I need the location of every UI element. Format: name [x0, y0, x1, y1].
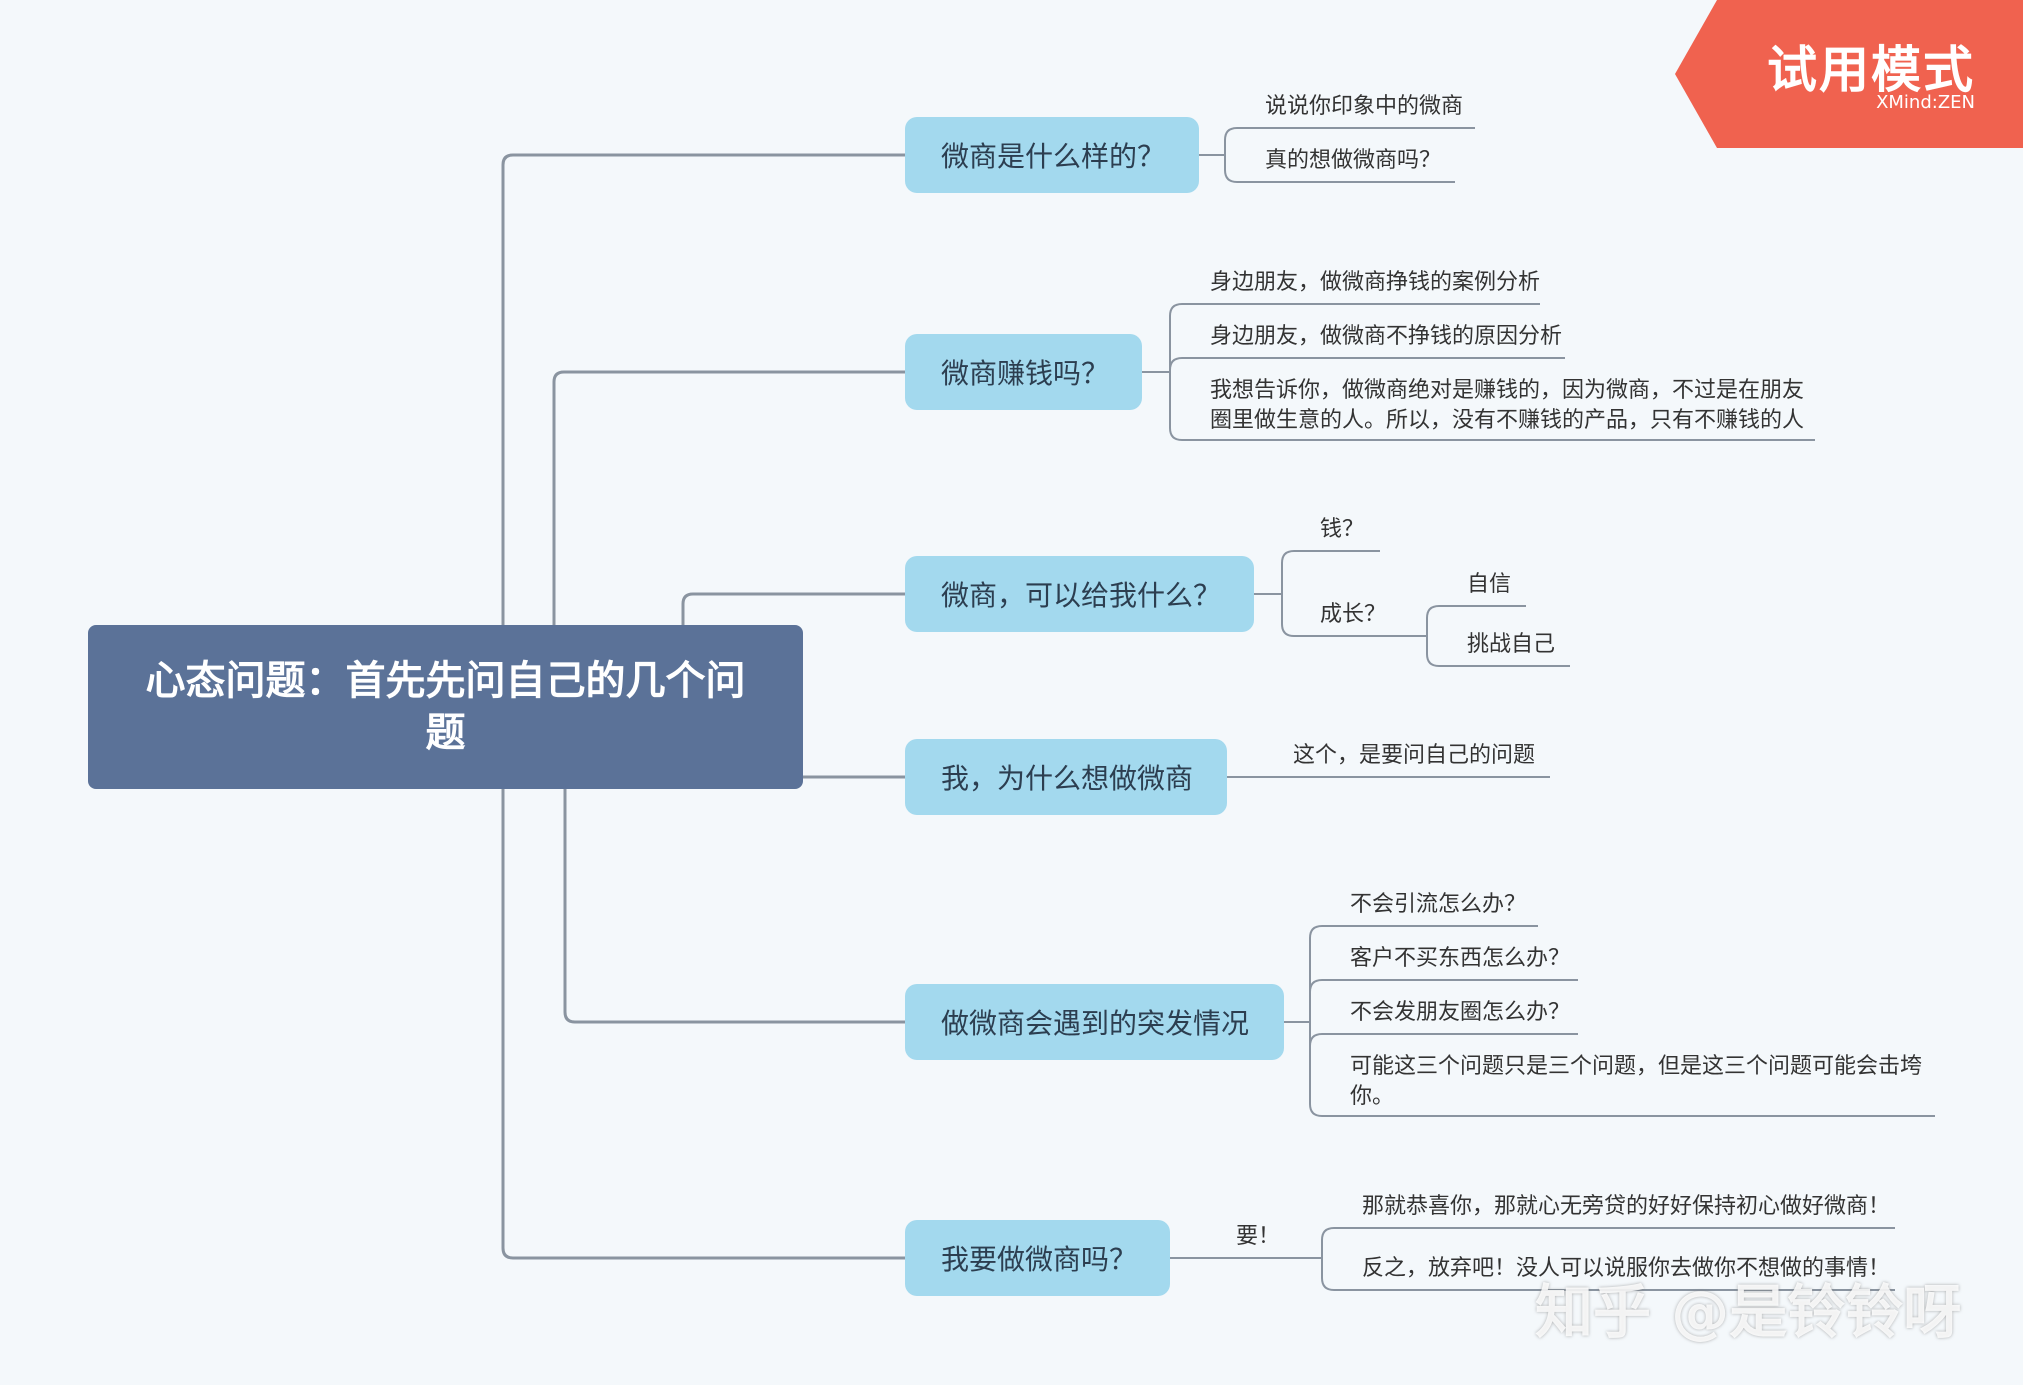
branch-make-money[interactable]: 微商赚钱吗？ — [905, 334, 1142, 410]
leaf-money[interactable]: 钱？ — [1320, 517, 1365, 542]
leaf-growth[interactable]: 成长？ — [1320, 602, 1387, 627]
leaf-really-want[interactable]: 真的想做微商吗？ — [1265, 148, 1442, 173]
trial-badge-shape — [1675, 0, 2023, 148]
leaf-confidence[interactable]: 自信 — [1467, 572, 1512, 597]
leaf-no-purchase[interactable]: 客户不买东西怎么办？ — [1350, 946, 1571, 971]
leaf-earning-case[interactable]: 身边朋友，做微商挣钱的案例分析 — [1210, 270, 1541, 295]
leaf-three-problems[interactable]: 可能这三个问题只是三个问题，但是这三个问题可能会击垮你。 — [1350, 1054, 1923, 1109]
leaf-tell-you[interactable]: 我想告诉你，做微商绝对是赚钱的，因为微商，不过是在朋友圈里做生意的人。所以，没有… — [1210, 378, 1805, 433]
branch-why-want[interactable]: 我，为什么想做微商 — [905, 739, 1227, 815]
trial-badge: 试用模式 XMind:ZEN — [1672, 0, 2023, 148]
branch-what-can-give[interactable]: 微商，可以给我什么？ — [905, 556, 1254, 632]
leaf-ask-yourself[interactable]: 这个，是要问自己的问题 — [1293, 743, 1536, 768]
branch-what-is-weishang[interactable]: 微商是什么样的？ — [905, 117, 1199, 193]
leaf-give-up[interactable]: 反之，放弃吧！没人可以说服你去做你不想做的事情！ — [1362, 1256, 1891, 1281]
leaf-not-earning-case[interactable]: 身边朋友，做微商不挣钱的原因分析 — [1210, 324, 1563, 349]
leaf-yes[interactable]: 要！ — [1236, 1224, 1281, 1249]
branch-emergencies[interactable]: 做微商会遇到的突发情况 — [905, 984, 1284, 1060]
leaf-impression[interactable]: 说说你印象中的微商 — [1265, 94, 1464, 119]
trial-badge-subtitle: XMind:ZEN — [1876, 92, 1975, 113]
trial-badge-title: 试用模式 — [1767, 41, 1975, 99]
root-topic[interactable]: 心态问题：首先先问自己的几个问题 — [88, 625, 803, 789]
leaf-challenge-self[interactable]: 挑战自己 — [1467, 632, 1556, 657]
branch-should-i[interactable]: 我要做微商吗？ — [905, 1220, 1170, 1296]
leaf-no-traffic[interactable]: 不会引流怎么办？ — [1350, 892, 1527, 917]
watermark: 知乎 @是铃铃呀 — [1535, 1278, 1962, 1346]
leaf-no-moments[interactable]: 不会发朋友圈怎么办？ — [1350, 1000, 1571, 1025]
leaf-congrats[interactable]: 那就恭喜你，那就心无旁贷的好好保持初心做好微商！ — [1362, 1194, 1891, 1219]
